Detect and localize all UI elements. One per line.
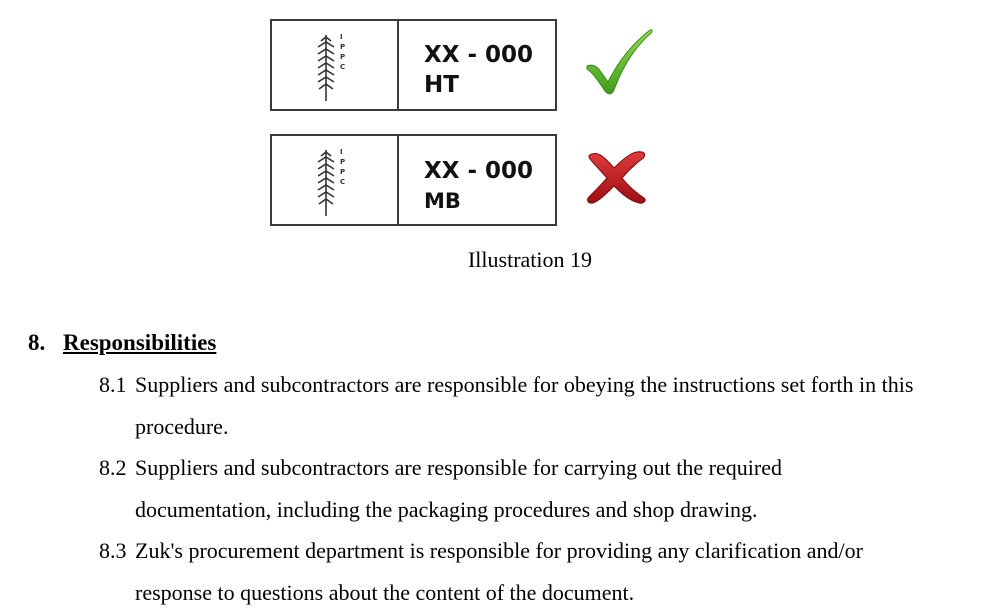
item-text-line1: Zuk's procurement department is responsi… xyxy=(135,538,863,563)
stamp-divider xyxy=(397,136,399,224)
item-text-line1: Suppliers and subcontractors are respons… xyxy=(135,372,914,397)
red-cross-icon xyxy=(587,151,646,204)
section-heading: 8. Responsibilities xyxy=(28,330,216,356)
logo-letter: C xyxy=(340,178,345,186)
logo-letter: P xyxy=(340,168,345,176)
illustration-caption: Illustration 19 xyxy=(467,247,593,272)
stamp-code-line2: HT xyxy=(424,72,459,98)
section-number: 8. xyxy=(28,330,46,355)
stamp-code: XX - 000 HT xyxy=(424,40,533,100)
section-title: Responsibilities xyxy=(63,330,217,355)
stamp-code-line2: MB xyxy=(424,189,461,213)
stamp-code-line1: XX - 000 xyxy=(424,158,534,184)
ippc-wheat-logo-icon: I P P C xyxy=(317,33,345,101)
item-number: 8.2 xyxy=(99,455,127,480)
list-item: 8.1 Suppliers and subcontractors are resp… xyxy=(99,364,913,448)
ippc-wheat-logo-icon: I P P C xyxy=(317,148,345,216)
stamp-code-line1: XX - 000 xyxy=(424,42,534,68)
logo-letter: P xyxy=(340,158,345,166)
item-text-line2: procedure. xyxy=(135,414,229,439)
logo-letter: I xyxy=(340,148,343,156)
green-check-icon xyxy=(586,29,653,95)
item-text-line1: Suppliers and subcontractors are respons… xyxy=(135,455,782,480)
list-item: 8.2 Suppliers and subcontractors are resp… xyxy=(99,447,782,531)
logo-letter: P xyxy=(340,43,345,51)
stamp-divider xyxy=(397,21,399,109)
ippc-stamp-mb: I P P C XX - 000 MB xyxy=(270,134,557,226)
list-item: 8.3 Zuk's procurement department is respo… xyxy=(99,530,863,614)
item-text-line2: documentation, including the packaging p… xyxy=(135,497,758,522)
item-number: 8.1 xyxy=(99,372,127,397)
logo-letter: C xyxy=(340,63,345,71)
item-number: 8.3 xyxy=(99,538,127,563)
stamp-code: XX - 000 MB xyxy=(424,156,533,216)
item-text-line2: response to questions about the content … xyxy=(135,580,635,605)
logo-letter: P xyxy=(340,53,345,61)
ippc-stamp-ht: I P P C XX - 000 HT xyxy=(270,19,557,111)
logo-letter: I xyxy=(340,33,343,41)
